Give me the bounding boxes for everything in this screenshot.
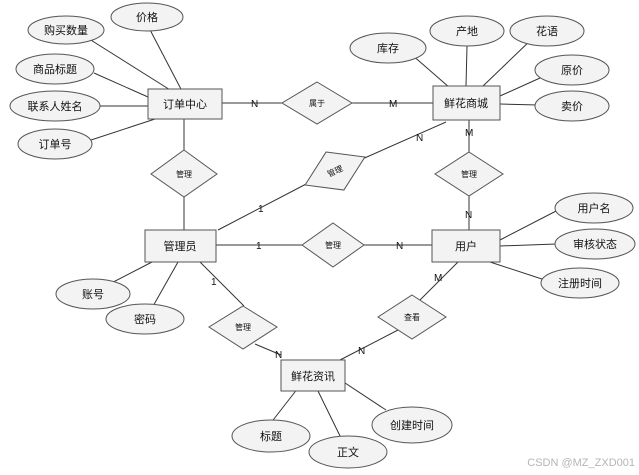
line-original-price [499,77,541,97]
attribute-title: 标题 [231,419,311,453]
line-product-title [93,72,149,98]
attribute-product-title-label: 商品标题 [33,62,77,76]
line-stock [410,53,451,89]
watermark: CSDN @MZ_ZXD001 [527,457,635,469]
attribute-password-label: 密码 [134,312,156,326]
cardinality-manage-user-user: N [465,210,472,221]
line-view-user [419,261,459,301]
cardinality-manage-user-to-user: N [396,241,403,252]
cardinality-belongs-fm: M [389,99,397,110]
cardinality-view-user: M [434,273,442,284]
attribute-contact-name: 联系人姓名 [9,90,101,122]
entity-flower-news: 鲜花资讯 [280,359,346,392]
cardinality-labels: N M 1 N M N 1 N 1 N N M [211,99,473,361]
attribute-sale-price-label: 卖价 [561,100,583,113]
entity-order-center-label: 订单中心 [163,98,207,111]
attribute-contact-name-label: 联系人姓名 [28,99,83,113]
attribute-origin-label: 产地 [456,24,478,38]
cardinality-admin-manage-user: 1 [256,241,262,252]
relationship-manage-mall-diag: 管理 [304,151,366,191]
cardinality-news-view: N [358,346,365,357]
entity-flower-news-label: 鲜花资讯 [291,369,335,383]
line-order-no [87,118,156,142]
line-register-time [489,261,549,282]
attribute-register-time-label: 注册时间 [558,276,602,290]
attribute-register-time: 注册时间 [540,267,620,299]
attribute-account-label: 账号 [82,288,104,301]
relationship-manage-user-label: 管理 [325,240,341,250]
attribute-purchase-qty-label: 购买数量 [44,23,88,37]
attribute-original-price: 原价 [534,54,610,86]
line-review-status [499,243,557,247]
line-news-view [339,329,399,361]
line-create-time [341,380,387,411]
entity-user: 用户 [431,229,501,263]
line-origin [465,45,468,87]
attribute-purchase-qty: 购买数量 [27,15,105,45]
attribute-order-no-label: 订单号 [39,138,72,151]
line-manage-news-news [254,343,282,356]
line-admin-diag [217,181,311,231]
relationship-manage-mall-user-label: 管理 [461,169,477,179]
relationship-manage-mall-user: 管理 [434,151,504,197]
entity-user-label: 用户 [455,239,477,253]
attribute-product-title: 商品标题 [15,53,95,85]
attribute-body: 正文 [308,435,388,469]
cardinality-manage-diag-fm: N [416,133,423,144]
attribute-create-time: 创建时间 [371,406,453,444]
line-username [499,208,561,241]
entity-order-center: 订单中心 [147,88,223,120]
entity-flower-mall-label: 鲜花商城 [444,96,488,110]
attribute-price-label: 价格 [136,10,158,24]
line-body [317,390,343,441]
relationship-manage-user: 管理 [301,222,365,268]
attribute-stock-label: 库存 [377,41,399,55]
attribute-review-status: 审核状态 [554,228,636,260]
cardinality-manage-news-news: N [275,350,282,361]
relationship-view: 查看 [377,294,447,340]
relationship-manage-news-label: 管理 [235,322,251,332]
line-admin-manage-news [199,261,245,307]
relationship-belongs-to-label: 属于 [309,99,325,108]
line-title [269,387,299,425]
attribute-price: 价格 [110,2,184,32]
attribute-flower-language: 花语 [509,15,585,47]
attribute-account: 账号 [55,278,131,310]
cardinality-fm-manage-user: M [465,128,473,139]
entity-admin-label: 管理员 [164,239,197,253]
attribute-flower-language-label: 花语 [536,25,558,38]
attribute-username-label: 用户名 [578,201,611,215]
line-password [151,261,179,309]
entity-admin: 管理员 [144,229,217,263]
attribute-username: 用户名 [554,192,634,224]
line-price [146,23,184,94]
line-flower-language [482,36,535,87]
relationship-manage-news: 管理 [208,305,278,350]
relationship-manage-order-label: 管理 [176,169,192,179]
attribute-sale-price: 卖价 [534,90,610,122]
attribute-order-no: 订单号 [17,128,93,160]
relationship-manage-order: 管理 [150,149,218,198]
attribute-origin: 产地 [429,15,505,47]
line-sale-price [499,103,539,106]
relationship-view-label: 查看 [404,312,420,322]
attribute-review-status-label: 审核状态 [573,237,617,251]
cardinality-oc-belongs: N [251,99,258,110]
attribute-original-price-label: 原价 [561,64,583,77]
cardinality-admin-manage-diag: 1 [258,204,264,215]
relationship-belongs-to: 属于 [281,81,353,125]
line-purchase-qty [85,36,176,94]
attribute-title-label: 标题 [260,429,282,443]
attribute-create-time-label: 创建时间 [390,418,434,432]
attribute-password: 密码 [105,303,185,335]
line-diag-fm [359,121,447,161]
attribute-stock: 库存 [349,32,427,64]
entity-flower-mall: 鲜花商城 [432,85,501,121]
attribute-body-label: 正文 [337,445,359,459]
cardinality-admin-manage-news: 1 [211,277,217,288]
